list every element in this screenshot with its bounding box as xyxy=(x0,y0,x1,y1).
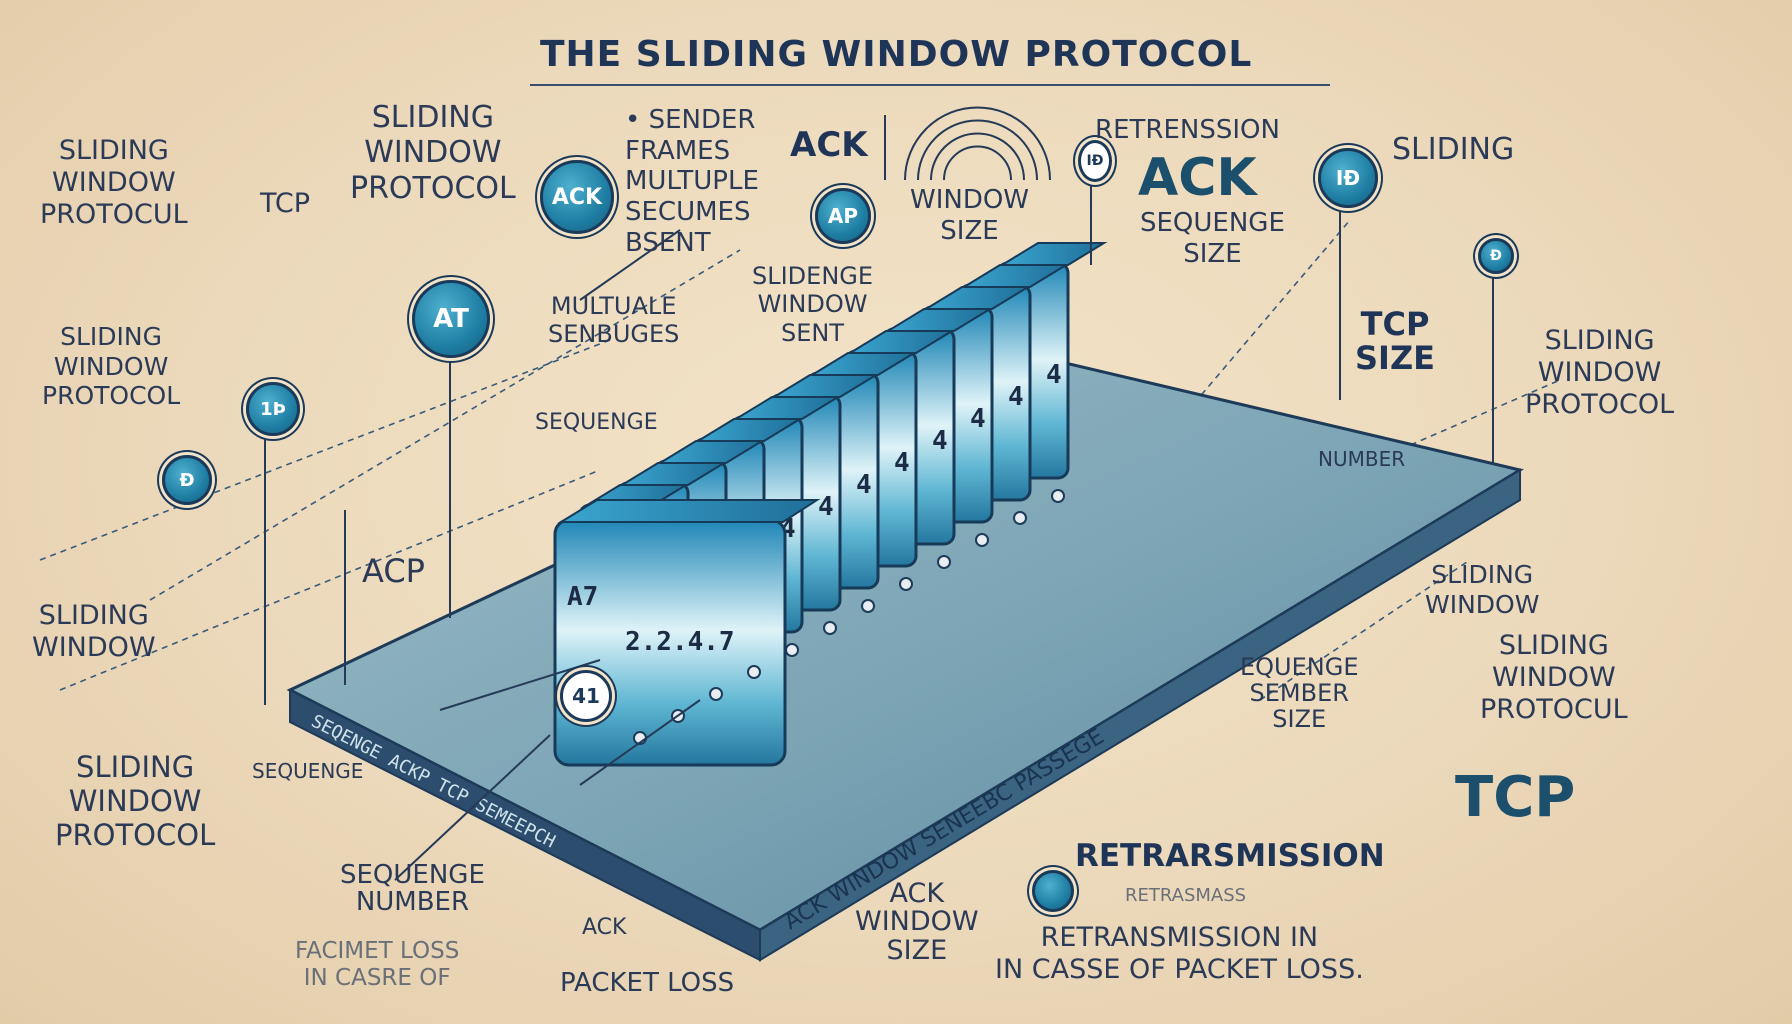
signal-arch-icon xyxy=(904,106,1051,181)
frame-number-label: 4 xyxy=(856,470,872,500)
label-acp: ACP xyxy=(362,552,425,590)
ap-badge: AP xyxy=(815,188,871,244)
label-retransmission-in: RETRANSMISSION IN IN CASSE OF PACKET LOS… xyxy=(995,922,1364,986)
label-sliding-top-right: SLIDING xyxy=(1392,132,1515,167)
platform: SEQENGE ACKP TCP SEMEEPCH ACK WINDOW SEN… xyxy=(286,348,1524,962)
page-title: THE SLIDING WINDOW PROTOCOL xyxy=(540,34,1253,75)
label-retrarsmission-sub: RETRASMASS xyxy=(1125,885,1247,906)
frame-number-label: 4 xyxy=(1008,382,1024,412)
chain-bead xyxy=(937,555,951,569)
chain-bead xyxy=(1051,489,1065,503)
label-facimet-loss: FACIMET LOSS IN CASRE OF xyxy=(295,938,460,992)
label-ack-bottom: ACK xyxy=(582,915,627,940)
label-sequenge-size: SEQUENGE SIZE xyxy=(1140,208,1285,269)
pointer-lines xyxy=(264,115,1494,881)
title-underline xyxy=(530,84,1330,86)
frame-number-label: 4 xyxy=(818,492,834,522)
label-equenge-sember-size: EQUENGE SEMBER SIZE xyxy=(1240,653,1359,733)
frame-1: A7 2.2.4.7 xyxy=(553,499,821,767)
label-tcp-size: TCP SIZE xyxy=(1355,305,1436,377)
chain-bead xyxy=(861,599,875,613)
frame-number-label: 4 xyxy=(970,404,986,434)
label-sliding-window-protocol-left2: SLIDING WINDOW PROTOCOL xyxy=(42,322,181,410)
label-sliding-window-protocol-right: SLIDING WINDOW PROTOCOL xyxy=(1525,325,1675,420)
badge-left-1: 1Þ xyxy=(246,382,300,436)
label-multuale-senbuges: MULTUALE SENBUGES xyxy=(548,292,680,349)
label-sliding-window-right2: SLIDING WINDOW xyxy=(1425,560,1540,619)
frame-number-label: 4 xyxy=(932,426,948,456)
frame-number-label: 4 xyxy=(894,448,910,478)
chain-bead xyxy=(709,687,723,701)
chain-bead xyxy=(899,577,913,591)
label-sliding-window-protocul-left: SLIDING WINDOW PROTOCUL xyxy=(40,135,188,230)
label-window-size-top: WINDOW SIZE xyxy=(910,185,1030,246)
label-number: NUMBER xyxy=(1318,447,1406,471)
label-tcp-left: TCP xyxy=(260,188,311,219)
label-ack-big: ACK xyxy=(1138,148,1257,208)
guide-lines xyxy=(39,219,1561,701)
frame-number-label: 4 xyxy=(1046,360,1062,390)
label-sequenge-number: SEQUENGE NUMBER xyxy=(340,860,485,918)
at-badge: AT xyxy=(412,280,490,358)
label-sliding-window-protocul-right3: SLIDING WINDOW PROTOCUL xyxy=(1480,630,1628,725)
frame-marker-badge: 41 xyxy=(560,670,612,722)
label-sender-frames: • SENDER FRAMES MULTUPLE SECUMES BSENT xyxy=(625,105,759,258)
label-sequenge-left: SEQUENGE xyxy=(252,759,364,783)
badge-right-small: Ð xyxy=(1478,238,1514,274)
label-tcp-big: TCP xyxy=(1455,765,1576,830)
label-sliding-window-protocol-top: SLIDING WINDOW PROTOCOL xyxy=(350,100,516,206)
frame-sequence-label: 2.2.4.7 xyxy=(625,627,735,657)
label-sliding-window-protocol-left4: SLIDING WINDOW PROTOCOL xyxy=(55,750,216,853)
ack-badge: ACK xyxy=(540,160,614,234)
frame-stack: 444444444444A72.2.4.7 xyxy=(553,242,1108,767)
label-retrarsmission: RETRARSMISSION xyxy=(1075,838,1385,874)
chain-bead xyxy=(747,665,761,679)
chain-bead xyxy=(785,643,799,657)
chain-bead xyxy=(975,533,989,547)
badge-retrans: ⅠÐ xyxy=(1078,140,1112,182)
chain-bead xyxy=(823,621,837,635)
label-retrenssion: RETRENSSION xyxy=(1095,115,1280,145)
label-sliding-window-left3: SLIDING WINDOW xyxy=(32,600,156,663)
badge-left-2: Ð xyxy=(162,455,212,505)
frame-first-label: A7 xyxy=(567,582,598,612)
retransmission-badge xyxy=(1032,870,1074,912)
chain-bead xyxy=(1013,511,1027,525)
label-ack-top: ACK xyxy=(790,125,868,165)
badge-top-right: IÐ xyxy=(1318,148,1378,208)
label-packet-loss: PACKET LOSS xyxy=(560,968,735,998)
label-slidenge-window-sent: SLIDENGE WINDOW SENT xyxy=(752,262,874,347)
label-sequenge-mid: SEQUENGE xyxy=(535,410,658,435)
label-ack-window-size: ACK WINDOW SIZE xyxy=(855,878,979,966)
